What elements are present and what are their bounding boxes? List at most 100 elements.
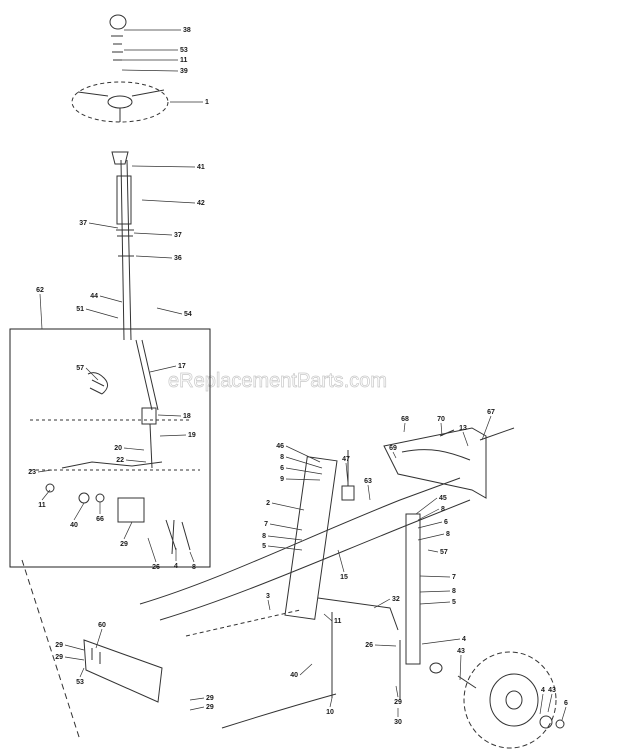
leader-line-8 (285, 456, 323, 469)
dashed-leader-left (21, 559, 81, 741)
detail-box-62 (9, 328, 211, 568)
leader-line-41 (131, 165, 196, 168)
callout-2: 2 (266, 500, 270, 507)
callout-40: 40 (70, 522, 78, 529)
callout-37: 37 (79, 220, 87, 227)
leader-line-17 (149, 365, 177, 373)
callout-63: 63 (364, 478, 372, 485)
callout-69: 69 (389, 445, 397, 452)
leader-line-8 (417, 508, 440, 521)
callout-8: 8 (441, 506, 445, 513)
leader-line-5 (419, 601, 451, 605)
detail-parts (30, 372, 200, 555)
callout-22: 22 (116, 457, 124, 464)
leader-line-6 (561, 706, 567, 721)
axle-top-edge (139, 477, 461, 605)
callout-3: 3 (266, 593, 270, 600)
watermark-text: eReplacementParts.com (168, 370, 387, 392)
steering-tube (116, 175, 132, 225)
callout-11: 11 (180, 57, 188, 64)
washer (45, 483, 55, 493)
callout-45: 45 (439, 495, 447, 502)
pinion-gear (141, 407, 157, 425)
callout-23: 23 (28, 469, 36, 476)
axle-bottom-edge (159, 499, 471, 621)
callout-29: 29 (206, 695, 214, 702)
callout-40: 40 (290, 672, 298, 679)
leader-line-68 (403, 422, 406, 433)
callout-13: 13 (459, 425, 467, 432)
frame-and-axle (21, 427, 515, 741)
bolts (165, 519, 191, 555)
callout-17: 17 (178, 363, 186, 370)
leader-line-60 (95, 628, 103, 649)
bracket-slot (401, 449, 471, 461)
axle-stub (457, 675, 477, 689)
callout-9: 9 (280, 476, 284, 483)
callout-29: 29 (394, 699, 402, 706)
sector-gear-outline (61, 461, 163, 469)
wheel-clip (555, 719, 565, 729)
leader-line-20 (123, 447, 145, 451)
leader-line-26 (374, 644, 397, 647)
leader-line-8 (419, 590, 451, 593)
leader-line-5 (267, 545, 303, 551)
leader-line-2 (271, 502, 305, 511)
leader-line-15 (337, 549, 345, 573)
callout-19: 19 (188, 432, 196, 439)
callout-26: 26 (365, 642, 373, 649)
steering-hub (107, 95, 133, 109)
callout-67: 67 (487, 409, 495, 416)
sector-bracket (117, 497, 145, 523)
callout-43: 43 (548, 687, 556, 694)
callout-7: 7 (452, 574, 456, 581)
leader-line-57 (427, 549, 439, 553)
callout-47: 47 (342, 456, 350, 463)
callout-37: 37 (174, 232, 182, 239)
pinion-shaft (149, 423, 153, 469)
callout-11: 11 (38, 502, 46, 509)
leader-line-18 (157, 414, 182, 417)
callout-53: 53 (180, 47, 188, 54)
callout-66: 66 (96, 516, 104, 523)
leader-line-23 (37, 469, 53, 473)
leader-line-29 (395, 685, 399, 698)
callout-41: 41 (197, 164, 205, 171)
front-wheel (429, 651, 565, 749)
spindle-left-rod (284, 456, 338, 620)
leader-line-43 (547, 693, 553, 713)
callout-36: 36 (174, 255, 182, 262)
leader-line-44 (99, 295, 123, 303)
steering-plate (83, 639, 163, 703)
leader-line-67 (481, 415, 492, 441)
spindle-right-rod (405, 513, 421, 665)
spring (87, 372, 108, 395)
leader-line-3 (267, 599, 271, 611)
shaft-collars (116, 229, 134, 257)
lower-shaft (135, 339, 159, 411)
callout-6: 6 (564, 700, 568, 707)
callout-6: 6 (280, 465, 284, 472)
cap-hardware (111, 35, 123, 61)
leader-line-62 (39, 293, 43, 330)
steering-column (71, 14, 169, 469)
callout-32: 32 (392, 596, 400, 603)
leader-line-22 (125, 459, 147, 463)
leader-line-45 (415, 497, 438, 515)
leader-line-39 (121, 69, 179, 72)
callout-29: 29 (55, 654, 63, 661)
callout-8: 8 (262, 533, 266, 540)
callout-5: 5 (262, 543, 266, 550)
callout-29: 29 (206, 704, 214, 711)
callout-4: 4 (462, 636, 466, 643)
leader-line-43 (459, 654, 462, 681)
callout-10: 10 (326, 709, 334, 716)
steering-adapter (111, 151, 129, 165)
callout-8: 8 (280, 454, 284, 461)
leader-line-42 (141, 199, 196, 204)
callout-68: 68 (401, 416, 409, 423)
drag-link (221, 693, 337, 729)
detail-box-frame (9, 328, 211, 568)
